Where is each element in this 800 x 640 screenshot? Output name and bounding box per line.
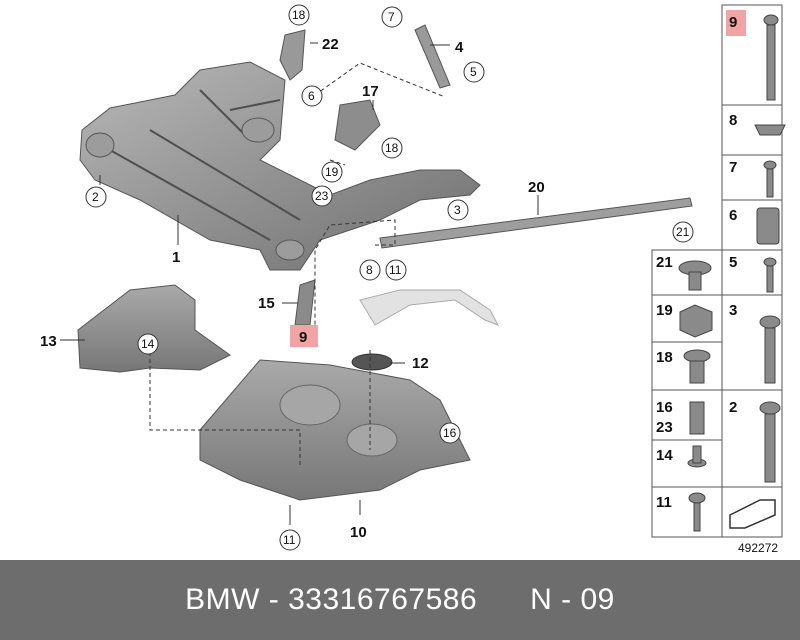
rivet-icon (683, 349, 711, 363)
bolt-icon (763, 160, 777, 170)
callout-3: 3 (454, 203, 461, 217)
underride-guard (199, 359, 471, 501)
callout-11-bottom: 11 (283, 533, 296, 547)
footer-brand: BMW (185, 583, 260, 616)
bolt-icon (759, 315, 781, 329)
bolt-icon (763, 257, 777, 267)
callout-18-top: 18 (292, 8, 306, 22)
footer-separator (260, 583, 269, 617)
callout-12: 12 (412, 355, 429, 372)
spring-nut-icon (689, 401, 705, 435)
parts-panel: 9 8 7 6 5 3 2 21 19 18 16 23 14 11 (651, 4, 786, 555)
arrow-icon (729, 499, 776, 529)
callout-13: 13 (40, 333, 57, 350)
panel-9-highlight (726, 10, 746, 36)
panel-label-21: 21 (656, 254, 673, 271)
callout-4: 4 (455, 39, 464, 56)
callout-1: 1 (172, 249, 180, 266)
callout-22: 22 (322, 36, 339, 53)
callout-16: 16 (443, 426, 457, 440)
callout-21: 21 (676, 225, 690, 239)
panel-label-18: 18 (656, 349, 673, 366)
panel-label-19: 19 (656, 302, 673, 319)
bolt-icon (688, 492, 706, 504)
front-axle-subframe (79, 61, 481, 271)
callout-9-highlight (290, 325, 318, 347)
stiffening-rod (379, 197, 693, 249)
callout-5: 5 (470, 65, 477, 79)
wishbone (359, 289, 500, 326)
panel-label-6: 6 (729, 207, 737, 224)
panel-label-9: 9 (729, 14, 737, 31)
callout-2: 2 (92, 190, 99, 204)
callout-17: 17 (362, 83, 379, 100)
circled-callouts: 2 3 5 6 7 8 11 11 14 16 18 18 19 21 23 (85, 4, 694, 551)
footer-part-number: 33316767586 (288, 583, 478, 616)
footer-bar: BMW - 33316767586 N - 09 (0, 560, 800, 640)
panel-label-11: 11 (656, 494, 672, 511)
callout-8: 8 (366, 263, 373, 277)
underbody-panel-left (77, 284, 231, 373)
leader-lines-dashed (149, 62, 446, 465)
panel-label-23: 23 (656, 419, 673, 436)
panel-label-14: 14 (656, 447, 673, 464)
sleeve-icon (756, 207, 780, 245)
mounting-disc (351, 353, 393, 371)
clip-icon (754, 124, 786, 136)
bolt-icon (763, 14, 779, 26)
callout-15: 15 (258, 295, 275, 312)
diagram-number: 492272 (738, 541, 778, 555)
hex-nut-icon (679, 304, 713, 338)
panel-label-3: 3 (729, 302, 737, 319)
footer-dash: - (268, 583, 280, 616)
callout-11-top: 11 (389, 263, 402, 277)
callout-14: 14 (141, 337, 155, 351)
bolt-icon (759, 401, 781, 415)
callout-7: 7 (388, 10, 395, 24)
callout-18-mid: 18 (385, 141, 399, 155)
callout-20: 20 (528, 179, 545, 196)
callout-6: 6 (308, 89, 315, 103)
callout-9: 9 (299, 329, 307, 346)
leader-lines (60, 42, 539, 525)
footer-space (279, 583, 288, 617)
panel-label-8: 8 (729, 112, 737, 129)
panel-label-2: 2 (729, 399, 737, 416)
callout-10: 10 (350, 524, 367, 541)
callout-19: 19 (325, 165, 339, 179)
panel-label-7: 7 (729, 159, 737, 176)
support-bracket (279, 29, 306, 81)
tension-strut (414, 24, 451, 89)
bolt-shank-icon (766, 24, 776, 101)
callout-23: 23 (315, 189, 329, 203)
footer-gap (477, 583, 530, 617)
parts-diagram: 1 4 10 12 13 15 17 20 22 9 2 3 5 6 7 8 1… (40, 4, 786, 555)
panel-label-5: 5 (729, 254, 737, 271)
panel-label-16: 16 (656, 399, 673, 416)
footer-position: N - 09 (530, 583, 615, 616)
heat-shield (334, 99, 381, 151)
